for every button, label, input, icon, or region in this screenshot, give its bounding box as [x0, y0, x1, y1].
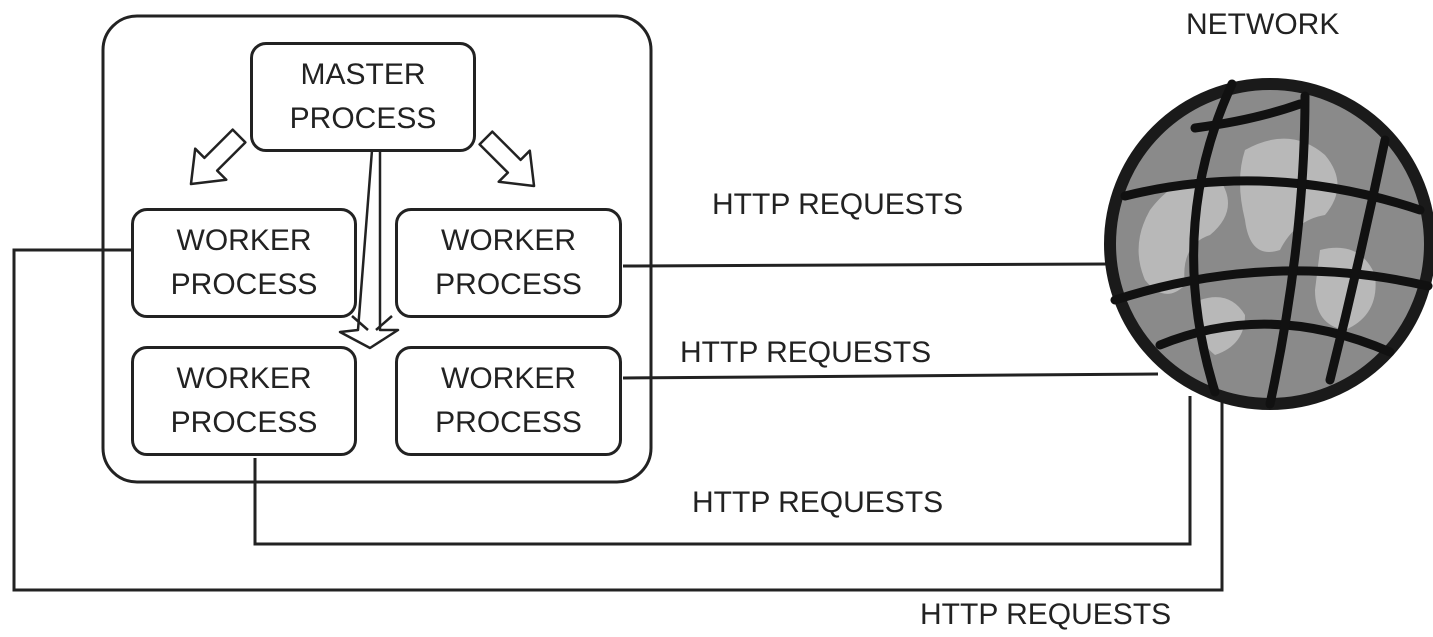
- worker-process-label-line2: PROCESS: [170, 268, 318, 301]
- worker-process-box: WORKER PROCESS: [131, 346, 357, 456]
- network-label: NETWORK: [1186, 8, 1340, 41]
- master-process-box: MASTER PROCESS: [250, 42, 476, 152]
- master-process-label-line2: PROCESS: [289, 102, 437, 135]
- worker-process-label-line1: WORKER: [176, 224, 312, 257]
- worker-process-label-line1: WORKER: [176, 362, 312, 395]
- connection-line-worker-to-network-2: [622, 372, 1159, 380]
- connection-line-worker-to-network-3: [253, 396, 1192, 546]
- connection-line-worker-to-network-4: [12, 248, 1224, 592]
- spawn-arrow-right: [478, 130, 536, 188]
- worker-process-box: WORKER PROCESS: [395, 346, 622, 456]
- http-requests-label: HTTP REQUESTS: [692, 486, 944, 519]
- connection-line-worker-to-network-1: [622, 262, 1111, 268]
- worker-process-label-line2: PROCESS: [435, 406, 582, 439]
- worker-process-box: WORKER PROCESS: [395, 208, 622, 318]
- worker-process-box: WORKER PROCESS: [131, 208, 357, 318]
- http-requests-label: HTTP REQUESTS: [712, 188, 964, 221]
- spawn-arrow-center: [338, 149, 400, 350]
- worker-process-label-line2: PROCESS: [435, 268, 582, 301]
- worker-process-label-line1: WORKER: [441, 362, 576, 395]
- worker-process-label-line1: WORKER: [441, 224, 576, 257]
- master-process-label-line1: MASTER: [300, 58, 426, 91]
- worker-process-label-line2: PROCESS: [170, 406, 318, 439]
- http-requests-label: HTTP REQUESTS: [680, 336, 932, 369]
- http-requests-label: HTTP REQUESTS: [920, 598, 1172, 631]
- spawn-arrow-left: [189, 128, 247, 186]
- globe-icon: [1104, 78, 1433, 410]
